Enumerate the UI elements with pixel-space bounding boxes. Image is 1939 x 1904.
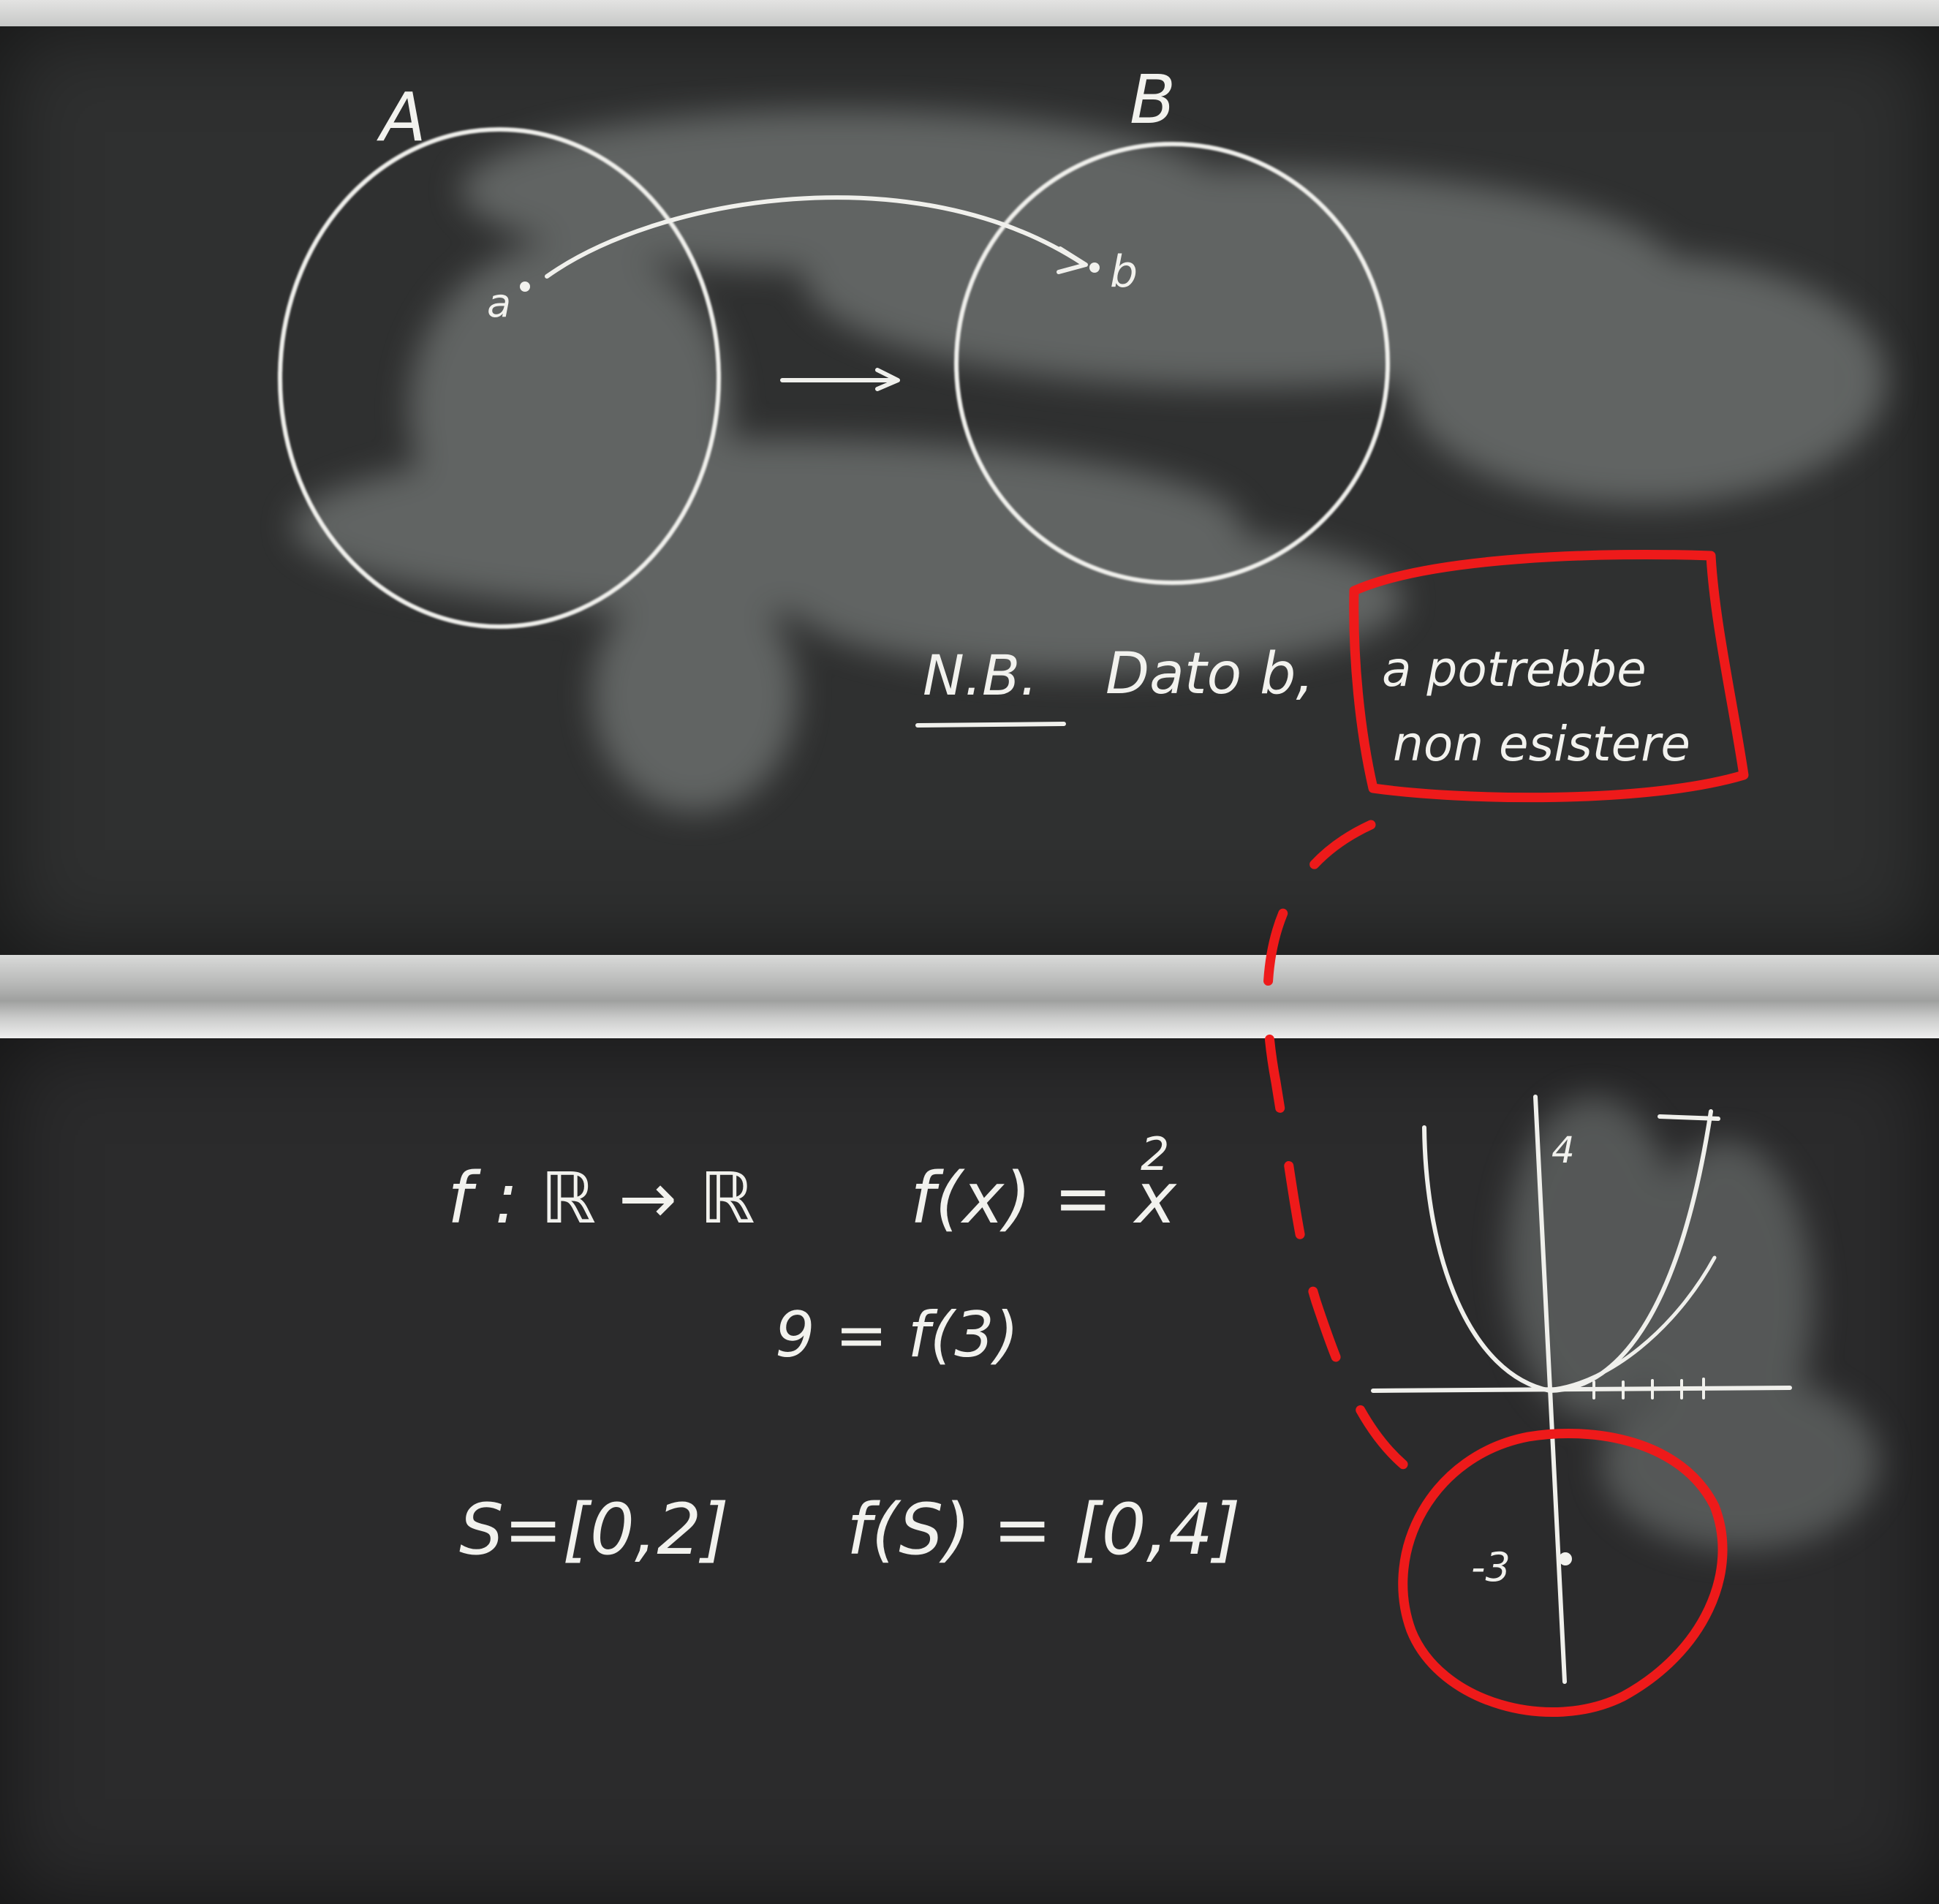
graph-tick-top: 4	[1551, 1129, 1575, 1171]
function-arrow	[780, 368, 900, 391]
set-b-circle	[954, 142, 1390, 585]
point-b-dot	[1089, 262, 1100, 273]
graph-top-mark	[1658, 1114, 1720, 1121]
chalk-rail	[0, 955, 1939, 1038]
point-a-label: a	[487, 280, 511, 326]
function-rule: f(x) = x	[910, 1157, 1177, 1239]
graph-tick-bottom: -3	[1471, 1544, 1511, 1590]
mapping-arrowhead	[1057, 246, 1088, 274]
set-b-label: B	[1130, 61, 1176, 139]
annotation-box	[1349, 549, 1749, 803]
set-a-label: A	[377, 78, 426, 156]
boxed-line-1: a potrebbe	[1382, 641, 1647, 698]
image-s: f(S) = [0,4]	[847, 1489, 1241, 1571]
parabola-curve	[1422, 1109, 1713, 1393]
mapping-arrow	[545, 195, 1084, 279]
annotation-connector	[1263, 820, 1453, 1497]
function-def: f : ℝ → ℝ	[447, 1157, 755, 1239]
point-a-dot	[520, 282, 530, 292]
example-value: 9 = f(3)	[775, 1299, 1019, 1372]
boxed-line-2: non esistere	[1393, 716, 1690, 772]
set-a-circle	[278, 127, 721, 629]
function-exponent: 2	[1141, 1127, 1169, 1181]
board-top-frame	[0, 0, 1939, 26]
note-nb: N.B.	[923, 643, 1037, 708]
note-nb-underline	[915, 722, 1066, 728]
set-s: S=[0,2]	[459, 1489, 729, 1571]
graph-x-axis	[1371, 1386, 1792, 1393]
annotation-circle	[1398, 1429, 1728, 1718]
graph-x-ticks	[1592, 1378, 1705, 1399]
point-b-label: b	[1110, 246, 1138, 298]
parabola-graph: 4 -3	[1371, 1095, 1792, 1684]
graph-point-neg3	[1559, 1552, 1572, 1565]
note-text: Dato b,	[1105, 641, 1314, 707]
parabola-curve-flat	[1551, 1255, 1717, 1391]
eraser-smudges-upper	[292, 110, 1886, 812]
